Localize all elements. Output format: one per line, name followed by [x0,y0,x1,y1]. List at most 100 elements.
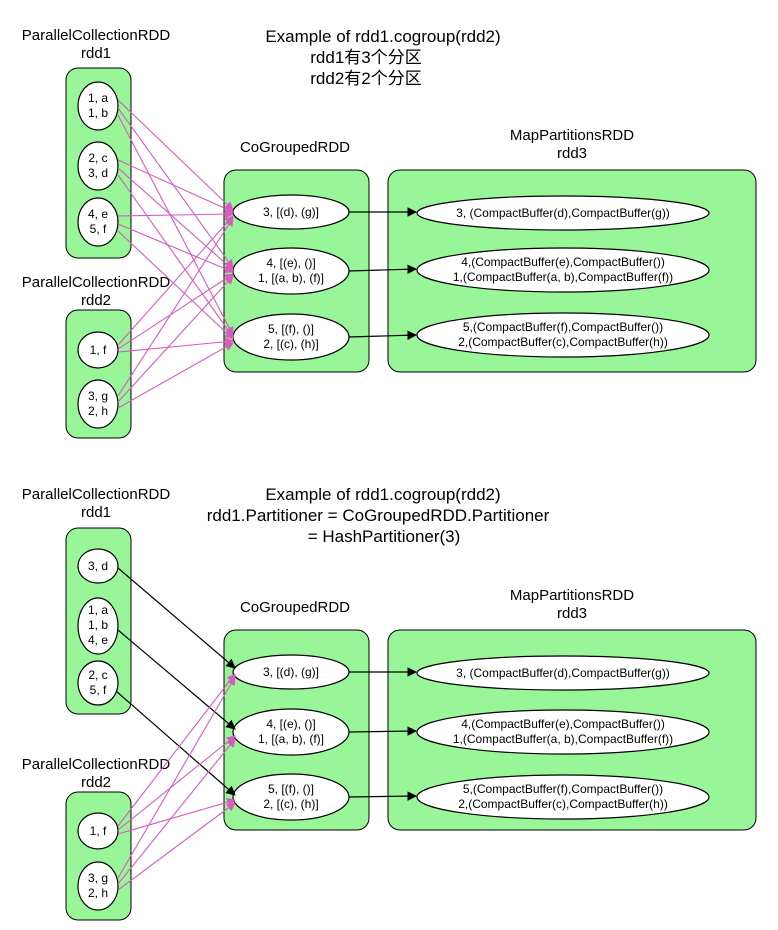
d2-map-edge-1 [348,726,417,736]
diagram-2-rdd1-type-label: ParallelCollectionRDD [22,486,171,503]
d1-edge-r1p0-cg0 [117,99,234,211]
d2-cg-p0-l0: 3, [(d), (g)] [263,665,319,679]
diagram-1-cogrouped-label: CoGroupedRDD [240,139,350,156]
d1-rdd1-p1-l0: 2, c [88,151,107,165]
diagram-2-rdd1-name-label: rdd1 [81,504,111,521]
d2-map-edge-2 [348,791,417,801]
d2-cg-p2-l0: 5, [(f), ()] [268,782,314,796]
d1-cg-p2-l0: 5, [(f), ()] [268,322,314,336]
diagram-2-rdd2-partition-1 [77,861,119,911]
diagram-2-shuffle-edges [117,673,236,891]
diagram-2-rdd2-name-label: rdd2 [81,774,111,791]
diagram-2-map-edges [348,667,417,801]
d1-edge-r1p1-cg2 [117,174,234,338]
diagram-1-subtitle-1: rdd1有3个分区 [310,48,421,67]
d1-edge-r2p0-cg2 [117,337,234,353]
d1-map-edge-2 [348,330,417,341]
diagram-2-subtitle-2: = HashPartitioner(3) [308,527,461,546]
d1-rdd2-p0-l0: 1, f [90,343,107,357]
diagram-1-rdd1-partition-1 [77,141,119,191]
diagram-1-mapped-type-label: MapPartitionsRDD [510,127,634,144]
d2-rdd2-p1-l1: 2, h [88,886,108,900]
d1-rdd1-p0-l1: 1, b [88,106,108,120]
d1-rdd2-p1-l1: 2, h [88,404,108,418]
d2-cg-p1-l1: 1, [(a, b), (f)] [258,732,324,746]
d1-rdd2-p1-l0: 3, g [88,389,108,403]
d1-cg-p2-l1: 2, [(c), (h)] [263,337,318,351]
diagram-2-subtitle-1: rdd1.Partitioner = CoGroupedRDD.Partitio… [207,506,550,525]
diagram-1-mapped-partition-0 [416,195,710,231]
diagram-2-rdd2-type-label: ParallelCollectionRDD [22,756,171,773]
d2-edge-r2p1-cg0 [117,676,236,879]
d2-cg-p1-l0: 4, [(e), ()] [266,717,315,731]
d1-rdd1-p2-l1: 5, f [90,222,107,236]
diagram-2-rdd1-partition-1 [77,597,119,655]
d2-edge-r2p1-cg2 [117,802,236,891]
d1-rdd1-p1-l1: 3, d [88,166,108,180]
diagram-1-map-edges [348,207,417,341]
d1-cg-p0-l0: 3, [(d), (g)] [263,205,319,219]
d1-edge-r1p2-cg1 [117,223,234,274]
d1-rdd1-p2-l0: 4, e [88,207,108,221]
diagram-1-title: Example of rdd1.cogroup(rdd2) [265,27,500,46]
d2-edge-r2p0-cg2 [117,797,236,835]
d2-edge-r1p2-cg2 [115,690,236,796]
d2-edge-r2p0-cg1 [117,735,236,831]
diagram-2-mapped-type-label: MapPartitionsRDD [510,587,634,604]
d1-edge-r2p0-cg0 [117,215,234,346]
d2-map-p0-l0: 3, (CompactBuffer(d),CompactBuffer(g)) [456,666,670,680]
d1-map-p2-l0: 5,(CompactBuffer(f),CompactBuffer()) [463,320,663,334]
d2-map-p2-l0: 5,(CompactBuffer(f),CompactBuffer()) [463,782,663,796]
d2-rdd1-p0-l0: 3, d [88,559,108,573]
d1-edge-r2p1-cg2 [117,342,234,409]
d2-rdd2-p0-l0: 1, f [90,824,107,838]
diagram-1: Example of rdd1.cogroup(rdd2) rdd1有3个分区 … [22,27,757,439]
diagram-2-narrow-edges [115,567,236,796]
diagram-2-rdd1-partition-2 [77,660,119,706]
d1-rdd1-p0-l0: 1, a [88,91,108,105]
d2-edge-r1p1-cg1 [117,629,236,730]
diagram-2: Example of rdd1.cogroup(rdd2) rdd1.Parti… [22,485,757,921]
diagram-2-cogrouped-label: CoGroupedRDD [240,599,350,616]
d1-edge-r1p2-cg2 [117,230,234,340]
d2-map-p2-l1: 2,(CompactBuffer(c),CompactBuffer(h)) [458,797,668,811]
diagram-2-mapped-partition-1 [416,709,710,755]
d1-edge-r1p1-cg0 [117,159,234,213]
diagram-1-rdd1-name-label: rdd1 [81,45,111,62]
diagram-1-mapped-partition-1 [416,247,710,293]
d2-rdd1-p2-l1: 5, f [90,683,107,697]
d2-rdd2-p1-l0: 3, g [88,871,108,885]
diagram-2-mapped-name-label: rdd3 [557,605,587,622]
d1-map-p1-l0: 4,(CompactBuffer(e),CompactBuffer()) [461,255,665,269]
diagram-1-rdd2-name-label: rdd2 [81,292,111,309]
d2-rdd1-p1-l0: 1, a [88,603,108,617]
d2-map-p1-l0: 4,(CompactBuffer(e),CompactBuffer()) [461,717,665,731]
d1-edge-r2p1-cg0 [117,217,234,397]
d2-rdd1-p1-l2: 4, e [88,633,108,647]
d1-edge-r1p0-cg1 [117,107,234,269]
d1-edge-r1p2-cg0 [117,209,234,219]
diagram-2-title: Example of rdd1.cogroup(rdd2) [265,485,500,504]
d2-cg-p2-l1: 2, [(c), (h)] [263,797,318,811]
d1-edge-r1p1-cg1 [117,167,234,271]
diagram-1-mapped-partition-2 [416,312,710,358]
d1-edge-r1p0-cg2 [117,114,234,336]
diagram-1-rdd1-type-label: ParallelCollectionRDD [22,27,171,44]
diagram-1-mapped-name-label: rdd3 [557,145,587,162]
diagram-1-rdd1-partition-2 [77,197,119,247]
diagram-1-rdd2-type-label: ParallelCollectionRDD [22,274,171,291]
diagram-1-rdd2-partition-0 [77,331,119,369]
diagram-1-shuffle-edges [117,99,234,409]
d1-map-p2-l1: 2,(CompactBuffer(c),CompactBuffer(h)) [458,335,668,349]
d2-rdd1-p2-l0: 2, c [88,668,107,682]
diagram-2-mapped-partition-2 [416,774,710,820]
d1-map-p1-l1: 1,(CompactBuffer(a, b),CompactBuffer(f)) [453,270,673,284]
d2-map-p1-l1: 1,(CompactBuffer(a, b),CompactBuffer(f)) [453,732,673,746]
d2-rdd1-p1-l1: 1, b [88,618,108,632]
d2-edge-r2p0-cg0 [117,673,236,827]
diagram-1-rdd1-partition-0 [77,81,119,131]
diagram-2-rdd2-partition-0 [77,812,119,850]
d1-map-p0-l0: 3, (CompactBuffer(d),CompactBuffer(g)) [456,206,670,220]
d1-edge-r2p1-cg1 [117,275,234,403]
diagram-1-subtitle-2: rdd2有2个分区 [310,69,421,88]
